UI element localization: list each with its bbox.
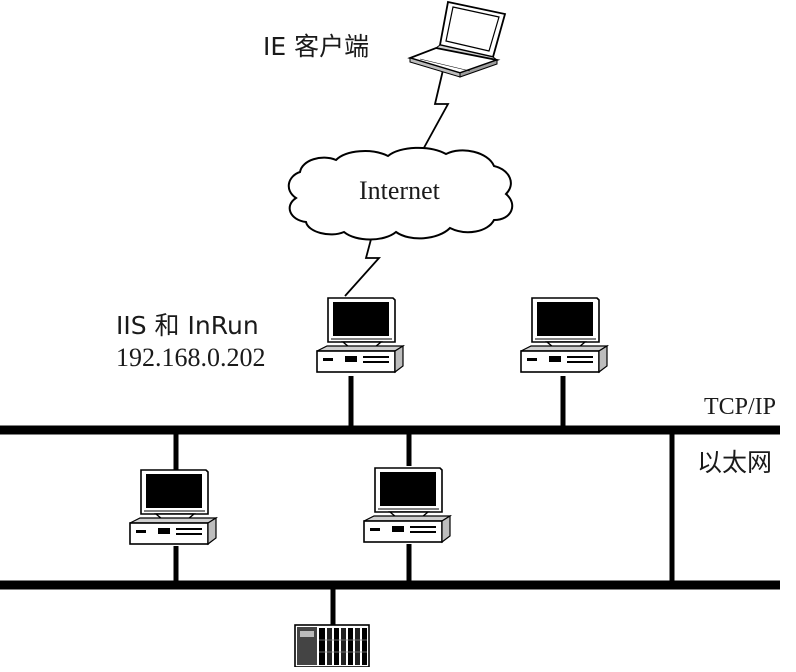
plc-rack-icon bbox=[294, 624, 370, 668]
client-label: IE 客户端 bbox=[263, 32, 370, 61]
desktop-computer-icon bbox=[363, 467, 451, 543]
cloud-icon bbox=[287, 146, 514, 241]
laptop-icon bbox=[407, 0, 507, 78]
wireless-link-client bbox=[419, 69, 450, 156]
cloud-label: Internet bbox=[359, 176, 440, 205]
desktop-computer-icon bbox=[129, 469, 217, 545]
wireless-link-server bbox=[344, 227, 382, 297]
protocol-label: TCP/IP bbox=[704, 394, 777, 420]
server-label-name: IIS 和 InRun bbox=[116, 311, 259, 340]
medium-label: 以太网 bbox=[697, 448, 773, 477]
desktop-computer-icon bbox=[316, 297, 404, 373]
desktop-computer-icon bbox=[520, 297, 608, 373]
server-label-ip: 192.168.0.202 bbox=[116, 343, 266, 372]
